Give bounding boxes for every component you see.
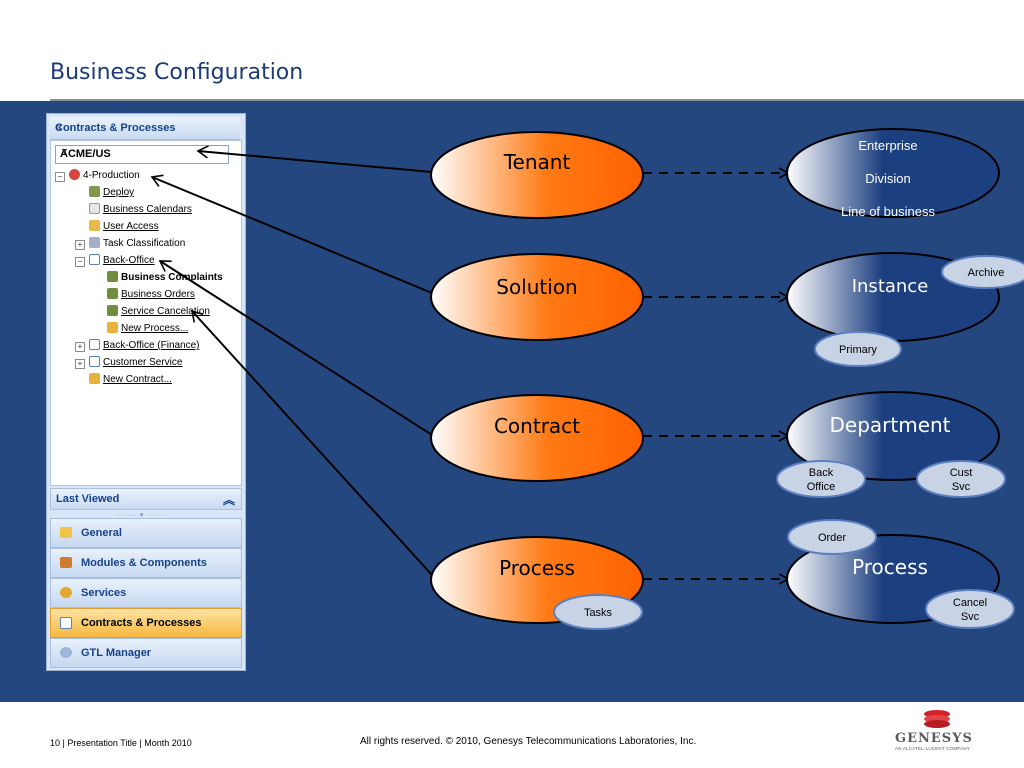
process-icon	[107, 305, 118, 316]
enterprise-node-line-2: Division	[865, 171, 911, 186]
primary-bubble	[814, 331, 902, 367]
archive-bubble	[941, 255, 1024, 289]
back-office-bubble-line-1: Back	[809, 467, 834, 479]
list-icon	[89, 339, 100, 350]
process-icon	[107, 288, 118, 299]
tenant-selector[interactable]: ACME/US ▼	[55, 145, 229, 164]
tree-item-4-production[interactable]: 4-Production	[69, 169, 140, 184]
process-node-label: Process	[499, 556, 575, 580]
tenant-icon	[69, 169, 80, 180]
tree-item-new-process[interactable]: New Process...	[107, 322, 188, 337]
collapse-toggle[interactable]: −	[55, 172, 65, 182]
contract-node	[430, 394, 644, 482]
tasks-bubble-label: Tasks	[584, 607, 613, 619]
double-chevron-left-icon[interactable]: «	[55, 119, 63, 134]
classification-icon	[89, 237, 100, 248]
footer-copyright: All rights reserved. © 2010, Genesys Tel…	[360, 736, 697, 747]
tree-view: ACME/US ▼ − 4-Production Deploy Business…	[50, 140, 242, 486]
footer-page-info: 10 | Presentation Title | Month 2010	[50, 738, 192, 748]
expand-toggle[interactable]: +	[75, 240, 85, 250]
tenant-selector-value: ACME/US	[60, 148, 111, 160]
tree-item-back-office-finance[interactable]: Back-Office (Finance)	[89, 339, 200, 354]
chevron-down-icon[interactable]: ▼	[60, 146, 69, 156]
tree-item-new-contract[interactable]: New Contract...	[89, 373, 172, 388]
calendar-icon	[89, 203, 100, 214]
nav-contracts-processes[interactable]: Contracts & Processes	[50, 608, 242, 638]
magnifier-icon	[60, 647, 72, 658]
solution-node-label: Solution	[496, 275, 577, 299]
tree-item-back-office[interactable]: Back-Office	[89, 254, 155, 269]
enterprise-node	[786, 128, 1000, 218]
connector-tenant-to-combo	[196, 145, 433, 173]
process-icon	[107, 271, 118, 282]
collapse-toggle[interactable]: −	[75, 257, 85, 267]
process-target-node-label: Process	[852, 555, 928, 579]
panel-header-title: Contracts & Processes	[55, 122, 176, 134]
cancel-svc-bubble	[925, 589, 1015, 629]
list-icon	[60, 617, 72, 629]
instance-node-label: Instance	[852, 276, 929, 297]
nav-services[interactable]: Services	[50, 578, 242, 608]
tree-item-business-orders[interactable]: Business Orders	[107, 288, 195, 303]
connector-process-to-service	[190, 309, 433, 576]
new-contract-icon	[89, 373, 100, 384]
list-icon	[89, 356, 100, 367]
gear-icon	[60, 587, 72, 598]
contract-node-label: Contract	[494, 414, 580, 438]
cust-svc-bubble-line-1: Cust	[950, 467, 973, 479]
primary-bubble-label: Primary	[839, 344, 877, 356]
logo-tagline: AN ALCATEL-LUCENT COMPANY	[895, 746, 971, 751]
navigation-panel: Contracts & Processes « ACME/US ▼ − 4-Pr…	[46, 113, 246, 671]
connector-solution-to-production	[150, 174, 433, 294]
back-office-bubble	[776, 460, 866, 498]
last-viewed-title: Last Viewed	[56, 493, 120, 505]
tenant-node-label: Tenant	[503, 150, 571, 174]
tree-item-user-access[interactable]: User Access	[89, 220, 159, 235]
tenant-node	[430, 131, 644, 219]
last-viewed-header[interactable]: Last Viewed ︽	[50, 488, 242, 510]
tree-item-business-calendars[interactable]: Business Calendars	[89, 203, 192, 218]
folder-icon	[60, 527, 72, 538]
archive-bubble-label: Archive	[968, 267, 1005, 279]
expand-toggle[interactable]: +	[75, 342, 85, 352]
solution-node	[430, 253, 644, 341]
tree-item-task-classification[interactable]: Task Classification	[89, 237, 185, 252]
cust-svc-bubble-line-2: Svc	[952, 481, 971, 493]
tree-item-service-cancelation[interactable]: Service Cancelation	[107, 305, 210, 320]
nav-general[interactable]: General	[50, 518, 242, 548]
tree-item-customer-service[interactable]: Customer Service	[89, 356, 182, 371]
order-bubble-label: Order	[818, 532, 846, 544]
cancel-svc-bubble-line-1: Cancel	[953, 597, 987, 609]
slide-title: Business Configuration	[50, 60, 304, 85]
enterprise-node-line-1: Enterprise	[858, 138, 917, 153]
department-node-label: Department	[829, 413, 950, 437]
cancel-svc-bubble-line-2: Svc	[961, 611, 980, 623]
back-office-bubble-line-2: Office	[807, 481, 836, 493]
expand-toggle[interactable]: +	[75, 359, 85, 369]
enterprise-node-line-3: Line of business	[841, 204, 935, 219]
tasks-bubble	[553, 594, 643, 630]
logo-wordmark: GENESYS	[895, 731, 973, 746]
new-process-icon	[107, 322, 118, 333]
deploy-icon	[89, 186, 100, 197]
tree-item-deploy[interactable]: Deploy	[89, 186, 134, 201]
nav-gtl-manager[interactable]: GTL Manager	[50, 638, 242, 668]
tree-item-business-complaints[interactable]: Business Complaints	[107, 271, 223, 286]
double-chevron-up-icon[interactable]: ︽	[222, 493, 235, 507]
genesys-logo-icon	[924, 710, 950, 728]
list-icon	[89, 254, 100, 265]
modules-icon	[60, 557, 72, 568]
connector-contract-to-back-office	[158, 260, 433, 436]
panel-header: Contracts & Processes «	[50, 117, 240, 140]
order-bubble	[787, 519, 877, 555]
department-node	[786, 391, 1000, 481]
lock-icon	[89, 220, 100, 231]
title-divider	[50, 99, 1024, 101]
nav-modules-components[interactable]: Modules & Components	[50, 548, 242, 578]
cust-svc-bubble	[916, 460, 1006, 498]
splitter-grip-icon[interactable]: ······ ▾ ······	[117, 512, 168, 519]
